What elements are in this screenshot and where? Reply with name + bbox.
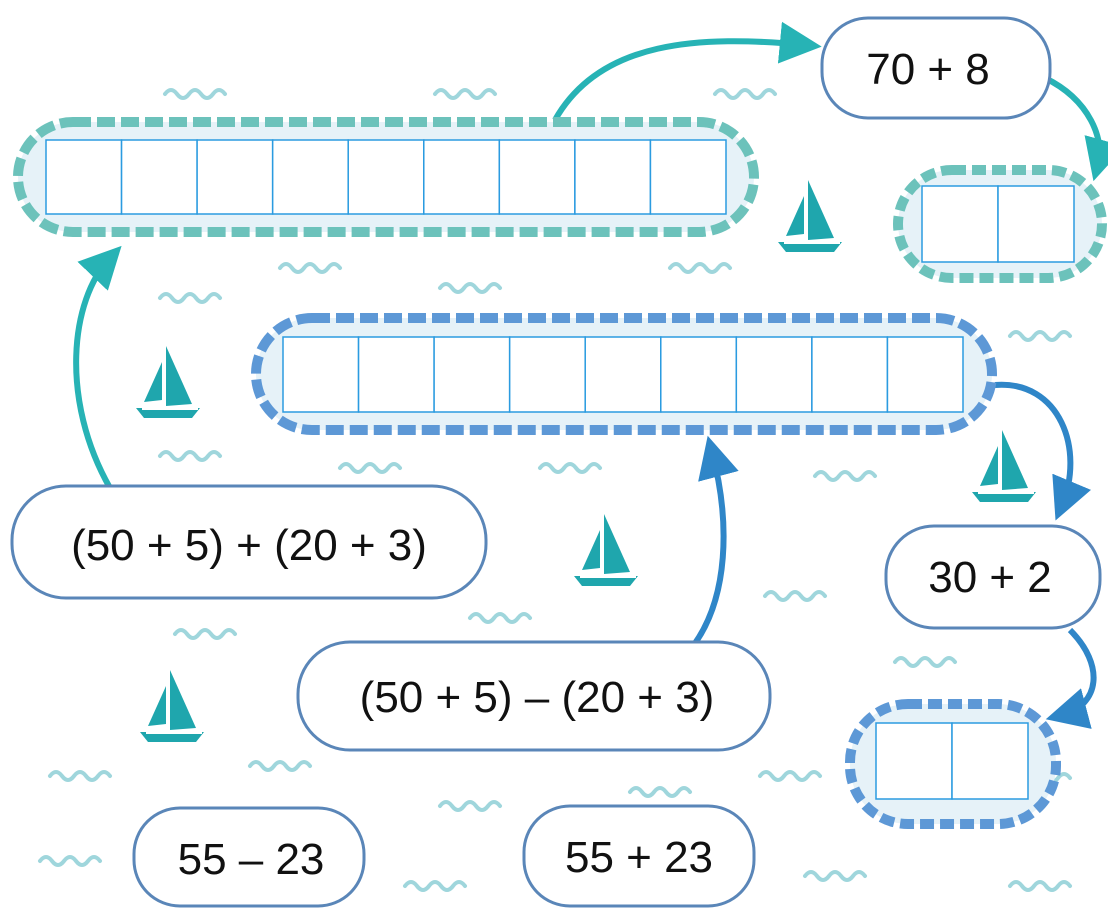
answer-cell[interactable] — [660, 336, 738, 413]
expression-bubble: (50 + 5) + (20 + 3) — [10, 484, 488, 600]
expression-bubble: 55 + 23 — [522, 804, 756, 908]
arrow-icon — [1045, 627, 1097, 729]
answer-cell[interactable] — [811, 336, 889, 413]
wave-icon — [173, 628, 237, 640]
answer-cell[interactable] — [649, 139, 727, 215]
arrow-icon — [1043, 75, 1108, 182]
wave-icon — [403, 880, 467, 892]
arrow-icon — [73, 245, 122, 490]
wave-icon — [278, 262, 342, 274]
answer-strip-middle — [251, 313, 997, 435]
answer-cells — [875, 722, 1029, 800]
answer-strip-bottom-right — [845, 699, 1061, 829]
expression-text: (50 + 5) – (20 + 3) — [360, 673, 715, 722]
wave-icon — [158, 450, 222, 462]
answer-cells — [282, 336, 964, 413]
answer-cell[interactable] — [423, 139, 501, 215]
answer-cells — [921, 185, 1075, 263]
expression-bubble: 30 + 2 — [884, 524, 1102, 630]
wave-icon — [248, 760, 312, 772]
wave-icon — [163, 88, 227, 100]
wave-icon — [433, 88, 497, 100]
wave-icon — [668, 262, 732, 274]
arrow-icon — [552, 21, 822, 122]
answer-cell[interactable] — [921, 185, 999, 263]
answer-cell[interactable] — [433, 336, 511, 413]
sailboat-icon — [136, 346, 200, 418]
expression-text: 55 – 23 — [178, 835, 325, 884]
wave-icon — [468, 612, 532, 624]
expression-text: 55 + 23 — [565, 833, 713, 882]
wave-icon — [48, 770, 112, 782]
sailboat-icon — [140, 670, 204, 742]
sailboat-icon — [778, 180, 842, 252]
answer-strip-top-right — [893, 165, 1107, 283]
wave-icon — [38, 855, 102, 867]
wave-icon — [713, 88, 777, 100]
answer-cell[interactable] — [574, 139, 652, 215]
answer-cell[interactable] — [196, 139, 274, 215]
wave-icon — [1008, 880, 1072, 892]
arrow-icon — [994, 381, 1092, 521]
answer-cells — [45, 139, 727, 215]
expression-text: 30 + 2 — [928, 553, 1052, 602]
answer-cell[interactable] — [282, 336, 360, 413]
wave-icon — [628, 786, 692, 798]
wave-icon — [758, 770, 822, 782]
answer-cell[interactable] — [357, 336, 435, 413]
wave-icon — [338, 462, 402, 474]
sailboat-icon — [574, 514, 638, 586]
answer-cell[interactable] — [508, 336, 586, 413]
expression-text: (50 + 5) + (20 + 3) — [71, 521, 427, 570]
answer-cell[interactable] — [997, 185, 1075, 263]
wave-icon — [438, 800, 502, 812]
wave-icon — [1008, 330, 1072, 342]
answer-cell[interactable] — [498, 139, 576, 215]
answer-strip-top — [13, 117, 759, 237]
answer-cell[interactable] — [45, 139, 123, 215]
wave-icon — [438, 282, 502, 294]
arrows — [73, 21, 1108, 729]
answer-cell[interactable] — [951, 722, 1029, 800]
expression-text: 70 + 8 — [866, 45, 990, 94]
wave-icon — [813, 470, 877, 482]
wave-icon — [803, 870, 867, 882]
answer-cell[interactable] — [120, 139, 198, 215]
answer-cell[interactable] — [875, 722, 953, 800]
answer-cell[interactable] — [584, 336, 662, 413]
wave-icon — [893, 656, 957, 668]
answer-cell[interactable] — [347, 139, 425, 215]
wave-icon — [763, 590, 827, 602]
arrow-icon — [687, 435, 739, 652]
wave-icon — [158, 292, 222, 304]
answer-cell[interactable] — [735, 336, 813, 413]
answer-cell[interactable] — [271, 139, 349, 215]
wave-icon — [538, 462, 602, 474]
sailboat-icon — [972, 430, 1036, 502]
expression-bubble: 70 + 8 — [820, 16, 1052, 120]
expression-bubble: 55 – 23 — [132, 806, 366, 908]
answer-cell[interactable] — [886, 336, 964, 413]
expression-bubble: (50 + 5) – (20 + 3) — [296, 640, 772, 752]
